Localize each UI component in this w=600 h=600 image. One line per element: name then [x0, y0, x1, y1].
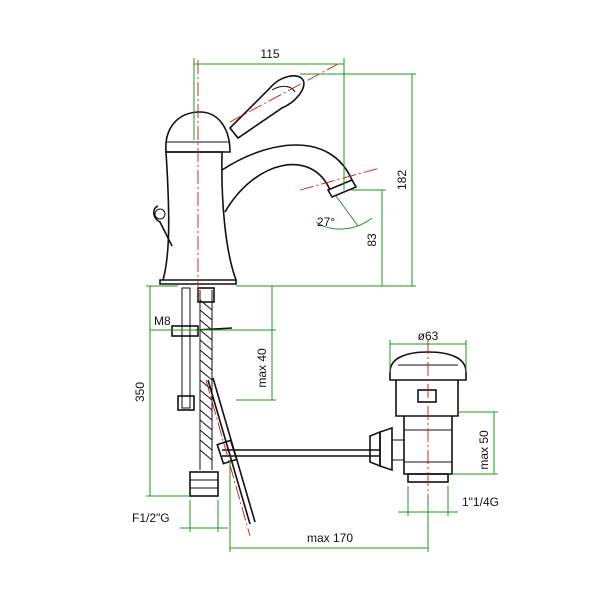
label-max-deck: max 40	[255, 348, 269, 388]
label-total-height: 182	[395, 170, 409, 190]
label-spout-angle: 27°	[317, 215, 335, 229]
label-waste-thread: 1"1/4G	[462, 495, 499, 509]
label-waste-diameter: ø63	[418, 329, 439, 343]
faucet-body	[152, 75, 358, 285]
pop-up-rod	[195, 327, 380, 525]
label-hose-length: 350	[133, 382, 147, 402]
label-rod-thread: M8	[154, 314, 171, 328]
label-waste-max-height: max 50	[477, 430, 491, 470]
label-hose-connection: F1/2"G	[132, 511, 170, 525]
label-spout-height: 83	[365, 233, 379, 247]
supply-hoses	[171, 287, 219, 497]
label-pop-up-max: max 170	[307, 531, 353, 545]
centre-lines	[197, 60, 429, 537]
dimension-lines	[146, 58, 498, 552]
waste-assembly	[369, 351, 467, 483]
label-spout-reach: 115	[260, 47, 279, 61]
